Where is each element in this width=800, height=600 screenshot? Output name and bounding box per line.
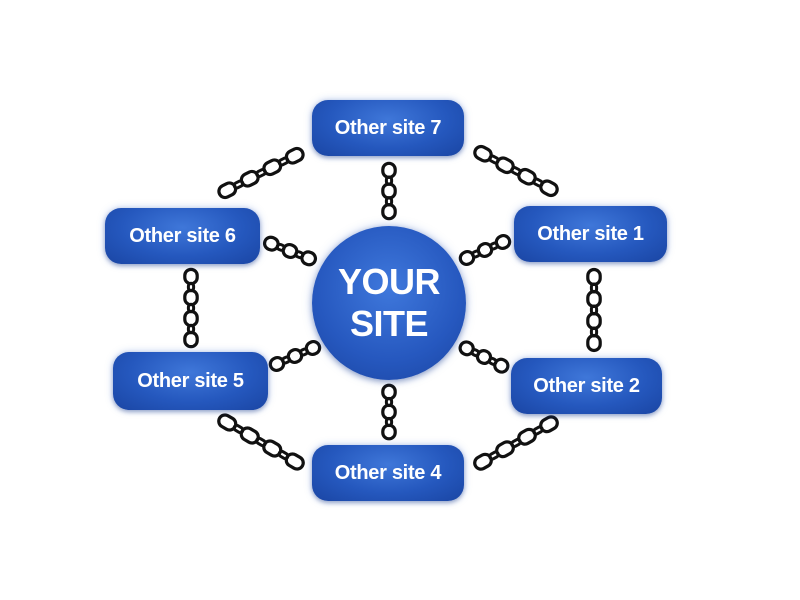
chain-link-icon [381, 182, 397, 200]
chain-link-icon [381, 383, 397, 401]
chain-link-icon [539, 179, 559, 198]
chain-site-2-to-site-4 [473, 415, 559, 471]
site-node-label: Other site 6 [129, 224, 236, 247]
chain-link-icon [183, 330, 199, 349]
site-node-5: Other site 5 [113, 352, 268, 410]
chain-link-icon [300, 250, 318, 267]
chain-site-6-to-site-5 [183, 267, 199, 349]
chain-link-icon [494, 234, 512, 251]
hub-label-line2: SITE [349, 303, 429, 344]
chain-link-icon [586, 267, 602, 287]
chain-link-icon [304, 340, 322, 357]
site-node-2: Other site 2 [511, 358, 662, 414]
site-node-1: Other site 1 [514, 206, 667, 262]
chain-center-to-site-4 [381, 383, 397, 441]
chain-center-to-site-6 [262, 235, 318, 267]
chain-link-icon [493, 357, 510, 374]
chain-center-to-site-1 [458, 234, 512, 267]
chain-link-icon [586, 333, 602, 353]
chain-center-to-site-2 [458, 340, 510, 374]
chain-link-icon [284, 452, 305, 471]
chain-center-to-site-5 [268, 340, 322, 373]
chain-link-icon [381, 403, 397, 421]
site-node-label: Other site 2 [533, 374, 640, 397]
chain-link-icon [284, 146, 305, 165]
chain-link-icon [586, 311, 602, 331]
site-node-label: Other site 1 [537, 222, 644, 245]
site-node-6: Other site 6 [105, 208, 260, 264]
site-node-4: Other site 4 [312, 445, 464, 501]
chain-site-1-to-site-2 [586, 267, 602, 353]
chain-link-icon [381, 423, 397, 441]
site-node-label: Other site 4 [334, 461, 442, 484]
hub-label-line1: YOUR [337, 261, 441, 302]
site-node-label: Other site 7 [334, 116, 442, 139]
chain-site-7-to-site-1 [473, 144, 559, 198]
chain-link-icon [183, 267, 199, 286]
your-site-hub: YOUR SITE [312, 226, 466, 380]
chain-link-icon [183, 309, 199, 328]
site-node-7: Other site 7 [312, 100, 464, 156]
chain-link-icon [381, 203, 397, 221]
chain-link-icon [183, 288, 199, 307]
chain-site-5-to-site-4 [217, 413, 305, 471]
chain-link-icon [381, 161, 397, 179]
chain-link-icon [586, 289, 602, 309]
chain-site-7-to-site-6 [217, 146, 305, 200]
chain-center-to-site-7 [381, 161, 397, 221]
site-node-label: Other site 5 [137, 369, 244, 392]
chain-link-icon [539, 415, 559, 434]
